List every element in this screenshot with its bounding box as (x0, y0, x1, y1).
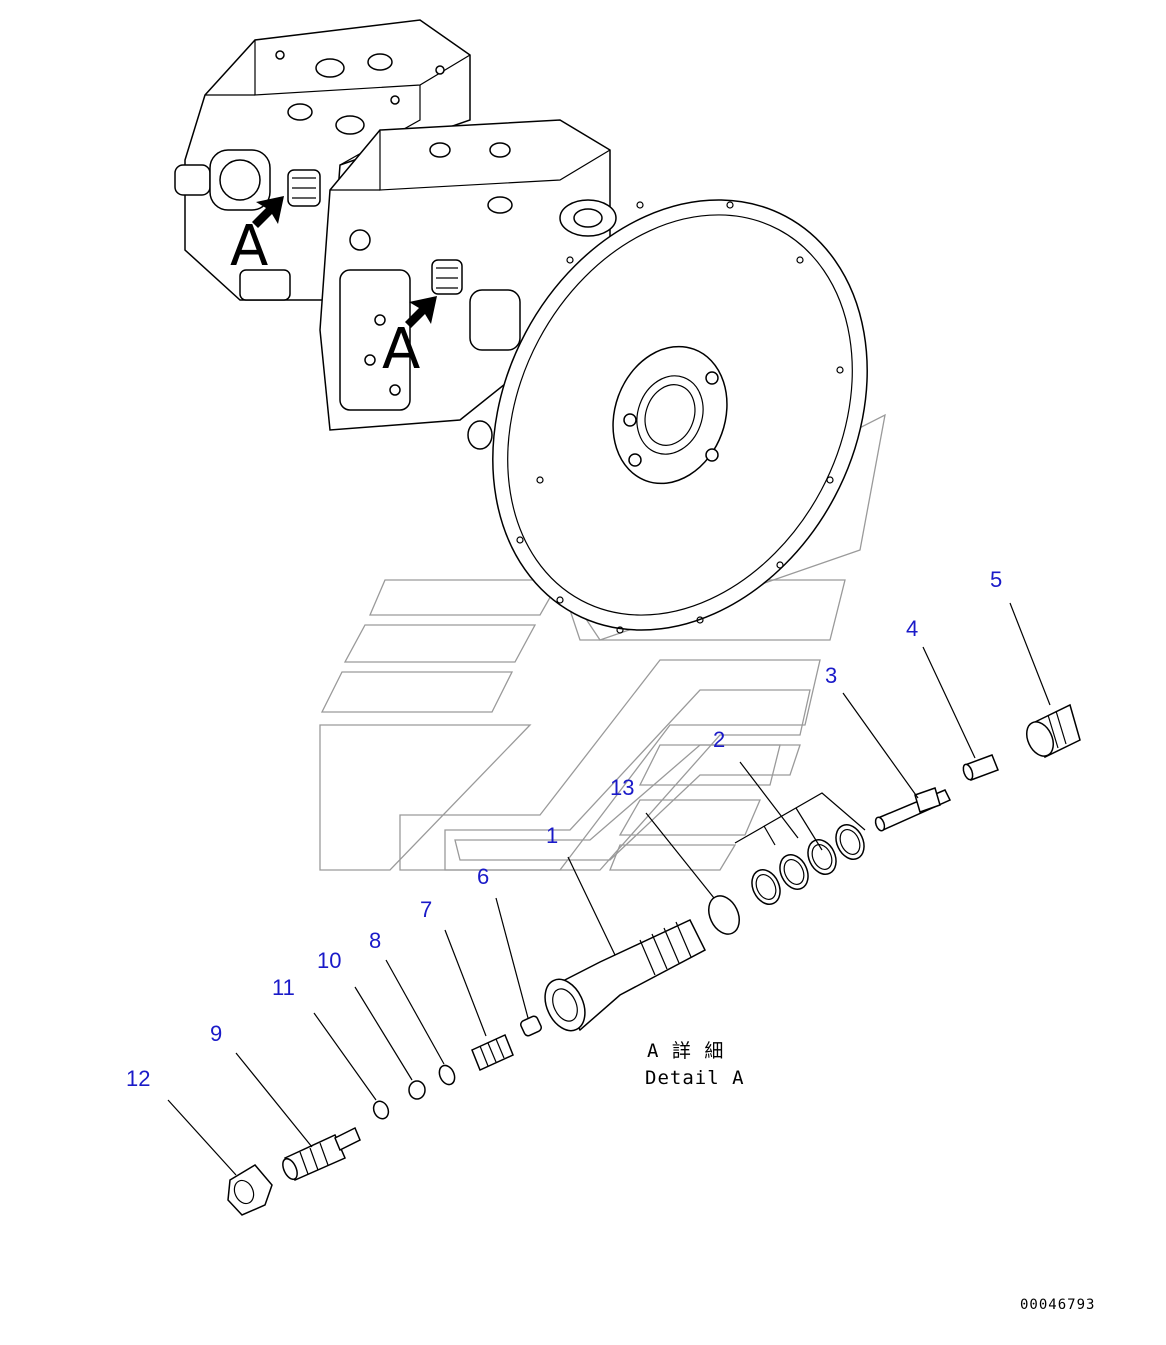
part-10-ball (408, 1080, 426, 1100)
reference-label-a-upper: A (230, 214, 268, 279)
callout-5: 5 (990, 567, 1002, 592)
part-2-rings (751, 824, 865, 905)
callout-1: 1 (546, 823, 558, 848)
part-12-nut (227, 1164, 273, 1216)
callout-9: 9 (210, 1021, 222, 1046)
arrow-a-lower-icon (405, 296, 437, 328)
part-11-ring (372, 1100, 390, 1120)
part-13-o-ring (708, 895, 740, 935)
exploded-parts (227, 703, 1081, 1216)
reference-label-a-lower: A (382, 317, 420, 382)
callout-13: 13 (610, 775, 634, 800)
pump-assembly (174, 19, 868, 634)
callout-3: 3 (825, 663, 837, 688)
detail-caption-japanese: A 詳 細 (647, 1040, 724, 1062)
leader-lines (167, 602, 1051, 1176)
callout-12: 12 (126, 1066, 150, 1091)
callout-4: 4 (906, 616, 918, 641)
fitting-a-upper (287, 169, 321, 207)
fitting-a-lower (431, 259, 463, 295)
flywheel-housing (492, 199, 868, 634)
part-9-screw (282, 1126, 361, 1181)
part-6-fitting (520, 1015, 542, 1037)
part-5-plug (1025, 703, 1081, 759)
part-4-pin (962, 754, 999, 781)
part-3-spool (874, 787, 952, 832)
part-7-spring (471, 1033, 514, 1072)
detail-caption-english: Detail A (645, 1067, 745, 1089)
part-8-washer (438, 1064, 456, 1086)
part-1-valve-body (544, 919, 706, 1032)
callout-11: 11 (272, 975, 295, 1000)
callout-8: 8 (369, 928, 381, 953)
callout-2: 2 (713, 727, 725, 752)
arrow-a-upper-icon (252, 196, 284, 228)
callout-6: 6 (477, 864, 489, 889)
callout-7: 7 (420, 897, 432, 922)
document-number: 00046793 (1020, 1297, 1095, 1313)
callout-10: 10 (317, 948, 341, 973)
